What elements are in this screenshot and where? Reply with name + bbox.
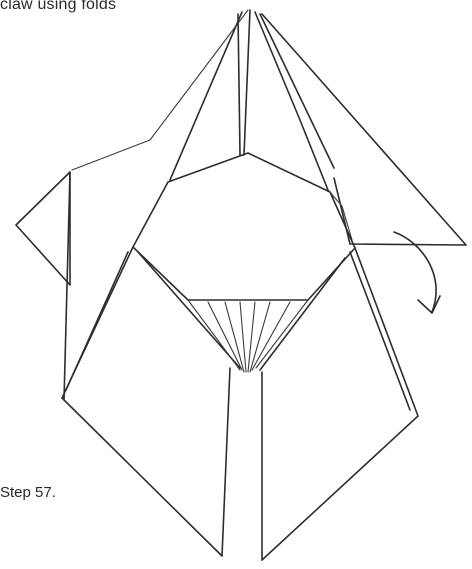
- top-spike: [72, 10, 334, 190]
- bottom-tail: [222, 368, 262, 560]
- right-lower-body: [260, 248, 418, 560]
- fan-pleats: [188, 300, 308, 372]
- left-lower-body: [62, 247, 240, 556]
- left-flap: [16, 172, 70, 400]
- right-flap: [262, 14, 466, 245]
